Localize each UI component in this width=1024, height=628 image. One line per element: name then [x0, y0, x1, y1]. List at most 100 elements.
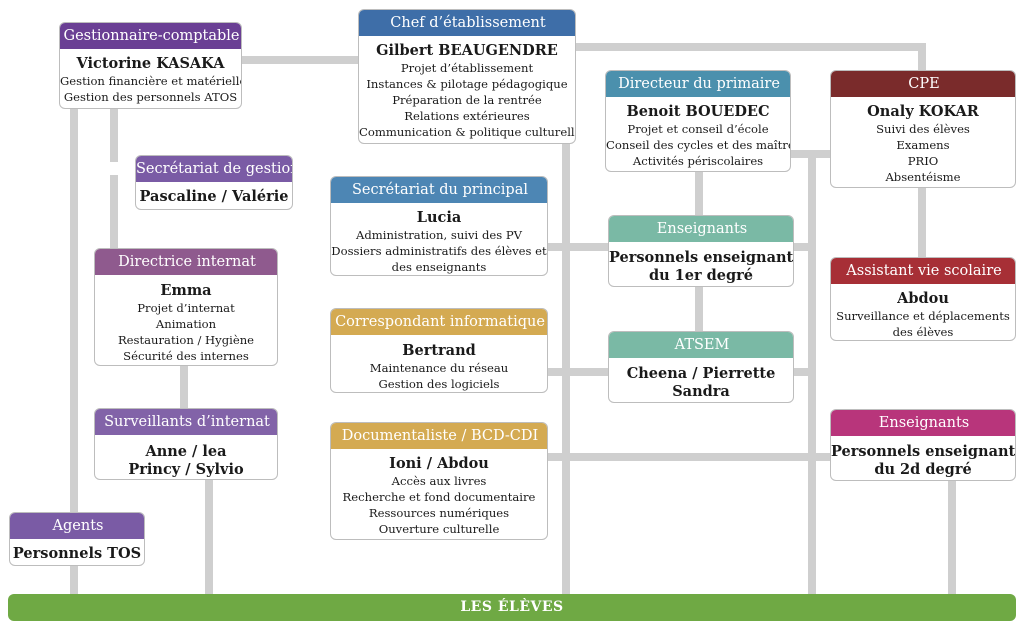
responsibility-item: Instances & pilotage pédagogique — [366, 77, 568, 91]
person-name: Personnels enseignants — [831, 443, 1016, 460]
responsibility-item: Sécurité des internes — [123, 349, 249, 363]
responsibility-item: Accès aux livres — [391, 474, 487, 488]
connector-line — [948, 480, 956, 595]
connector-line — [918, 185, 926, 265]
box-header: ATSEM — [609, 332, 793, 358]
connector-line — [540, 368, 566, 376]
connector-line — [808, 453, 833, 461]
responsibility-item: Examens — [896, 138, 950, 152]
person-name: Bertrand — [402, 342, 476, 359]
responsibility-item: Restauration / Hygiène — [117, 333, 255, 347]
person-name: Onaly KOKAR — [867, 103, 979, 120]
connector-line — [695, 170, 703, 218]
responsibility-item: Préparation de la rentrée — [392, 93, 542, 107]
connector-line — [695, 283, 703, 331]
person-name: Anne / lea — [145, 443, 227, 460]
box-content: Personnels TOS — [10, 545, 144, 563]
responsibility-item: Animation — [155, 317, 217, 331]
responsibility-item: Ressources numériques — [368, 506, 510, 520]
responsibility-item: Activités périscolaires — [632, 154, 764, 168]
person-name: du 1er degré — [648, 267, 754, 284]
connector-line — [540, 453, 566, 461]
responsibility-item: Recherche et fond documentaire — [342, 490, 536, 504]
responsibility-item: Relations extérieures — [404, 109, 530, 123]
responsibility-item: Projet d’établissement — [400, 61, 534, 75]
responsibility-item: Absentéisme — [885, 170, 961, 184]
box-header: Agents — [10, 513, 144, 539]
box-header: Surveillants d’internat — [95, 409, 277, 435]
person-name: Cheena / Pierrette — [626, 365, 776, 382]
connector-line — [70, 90, 78, 595]
connector-line — [110, 175, 118, 250]
box-header: Secrétariat du principal — [331, 177, 547, 203]
connector-line — [790, 150, 810, 158]
box-content: Pascaline / Valérie — [136, 188, 292, 206]
responsibility-item: Communication & politique culturelle — [359, 125, 576, 139]
person-name: Abdou — [897, 290, 949, 307]
person-name: Sandra — [672, 383, 730, 400]
box-header: Gestionnaire-comptable — [60, 23, 241, 49]
connector-line — [790, 368, 810, 376]
responsibility-item: Gestion financière et matérielle — [60, 74, 242, 88]
box-header: Correspondant informatique — [331, 309, 547, 335]
box-header: Directrice internat — [95, 249, 277, 275]
responsibility-item: Conseil des cycles et des maîtres — [606, 138, 791, 152]
person-name: Lucia — [416, 209, 462, 226]
connector-line — [562, 453, 810, 461]
box-header: Enseignants — [831, 410, 1015, 436]
responsibility-item: Surveillance et déplacements — [836, 309, 1010, 323]
connector-line — [110, 100, 118, 162]
person-name: Personnels TOS — [12, 545, 142, 562]
person-name: Ioni / Abdou — [389, 455, 489, 472]
connector-line — [540, 243, 566, 251]
person-name: Personnels enseignants — [609, 249, 794, 266]
box-header: Documentaliste / BCD-CDI — [331, 423, 547, 449]
responsibility-item: des élèves — [892, 325, 954, 339]
responsibility-item: des enseignants — [391, 260, 487, 274]
connector-line — [575, 43, 923, 51]
connector-line — [562, 243, 610, 251]
responsibility-item: Projet d’internat — [137, 301, 235, 315]
connector-line — [562, 368, 610, 376]
responsibility-item: Gestion des personnels ATOS — [63, 90, 238, 104]
responsibility-item: Ouverture culturelle — [378, 522, 500, 536]
connector-line — [808, 150, 816, 595]
connector-line — [790, 243, 810, 251]
person-name: Victorine KASAKA — [76, 55, 225, 72]
person-name: Pascaline / Valérie — [139, 188, 289, 205]
box-header: Enseignants — [609, 216, 793, 242]
connector-line — [562, 135, 570, 595]
person-name: Princy / Sylvio — [128, 461, 244, 478]
box-header: Secrétariat de gestion — [136, 156, 292, 182]
connector-line — [180, 365, 188, 410]
person-name: Emma — [160, 282, 212, 299]
connector-line — [205, 478, 213, 596]
responsibility-item: Maintenance du réseau — [369, 361, 509, 375]
responsibility-item: PRIO — [907, 154, 939, 168]
responsibility-item: Administration, suivi des PV — [355, 228, 523, 242]
person-name: du 2d degré — [874, 461, 972, 478]
